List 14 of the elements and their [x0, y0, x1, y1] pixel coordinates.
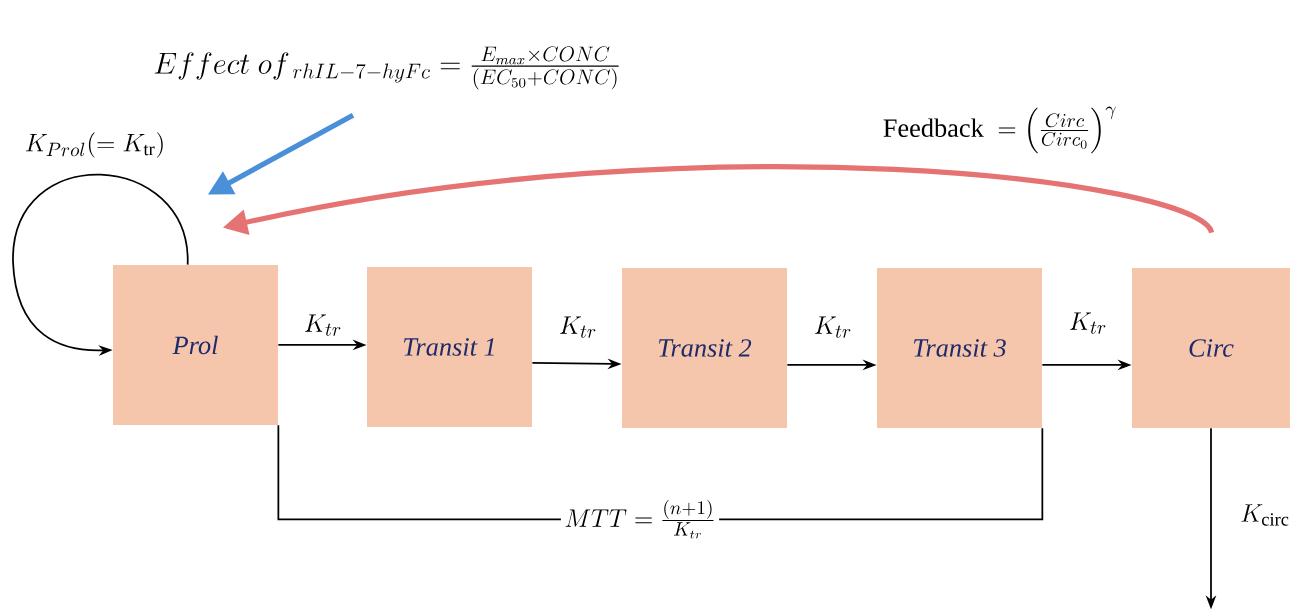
edge-label: $K_{tr}$	[1065, 308, 1111, 338]
edge-label: $K_{Prol}(=K_{\mathrm{tr}})$	[21, 128, 169, 162]
process-box: Transit 1	[367, 267, 532, 427]
process-box: Circ	[1132, 268, 1290, 428]
edge-label: $MTT=\frac{(n+1)}{K_{tr}}$	[560, 496, 720, 542]
edge-label: $K_{tr}$	[300, 310, 346, 340]
edge-label: $K_{\mathrm{circ}}$	[1236, 500, 1290, 530]
process-box: Prol	[113, 265, 278, 425]
process-box: Transit 2	[622, 268, 787, 428]
edge-label: $\mathrm{Feedback}\ =\left(\frac{Circ}{Circ_0}\right)^{\gamma}$	[879, 103, 1121, 157]
process-box: Transit 3	[877, 268, 1042, 428]
edge-label: $K_{tr}$	[810, 312, 856, 342]
edge-label: $K_{tr}$	[555, 312, 601, 342]
equation: $Effect\ of_{\;rhIL-7-hyFc}=\frac{E_{max}\times CONC}{(EC_{50}+CONC)}$	[154, 46, 619, 90]
